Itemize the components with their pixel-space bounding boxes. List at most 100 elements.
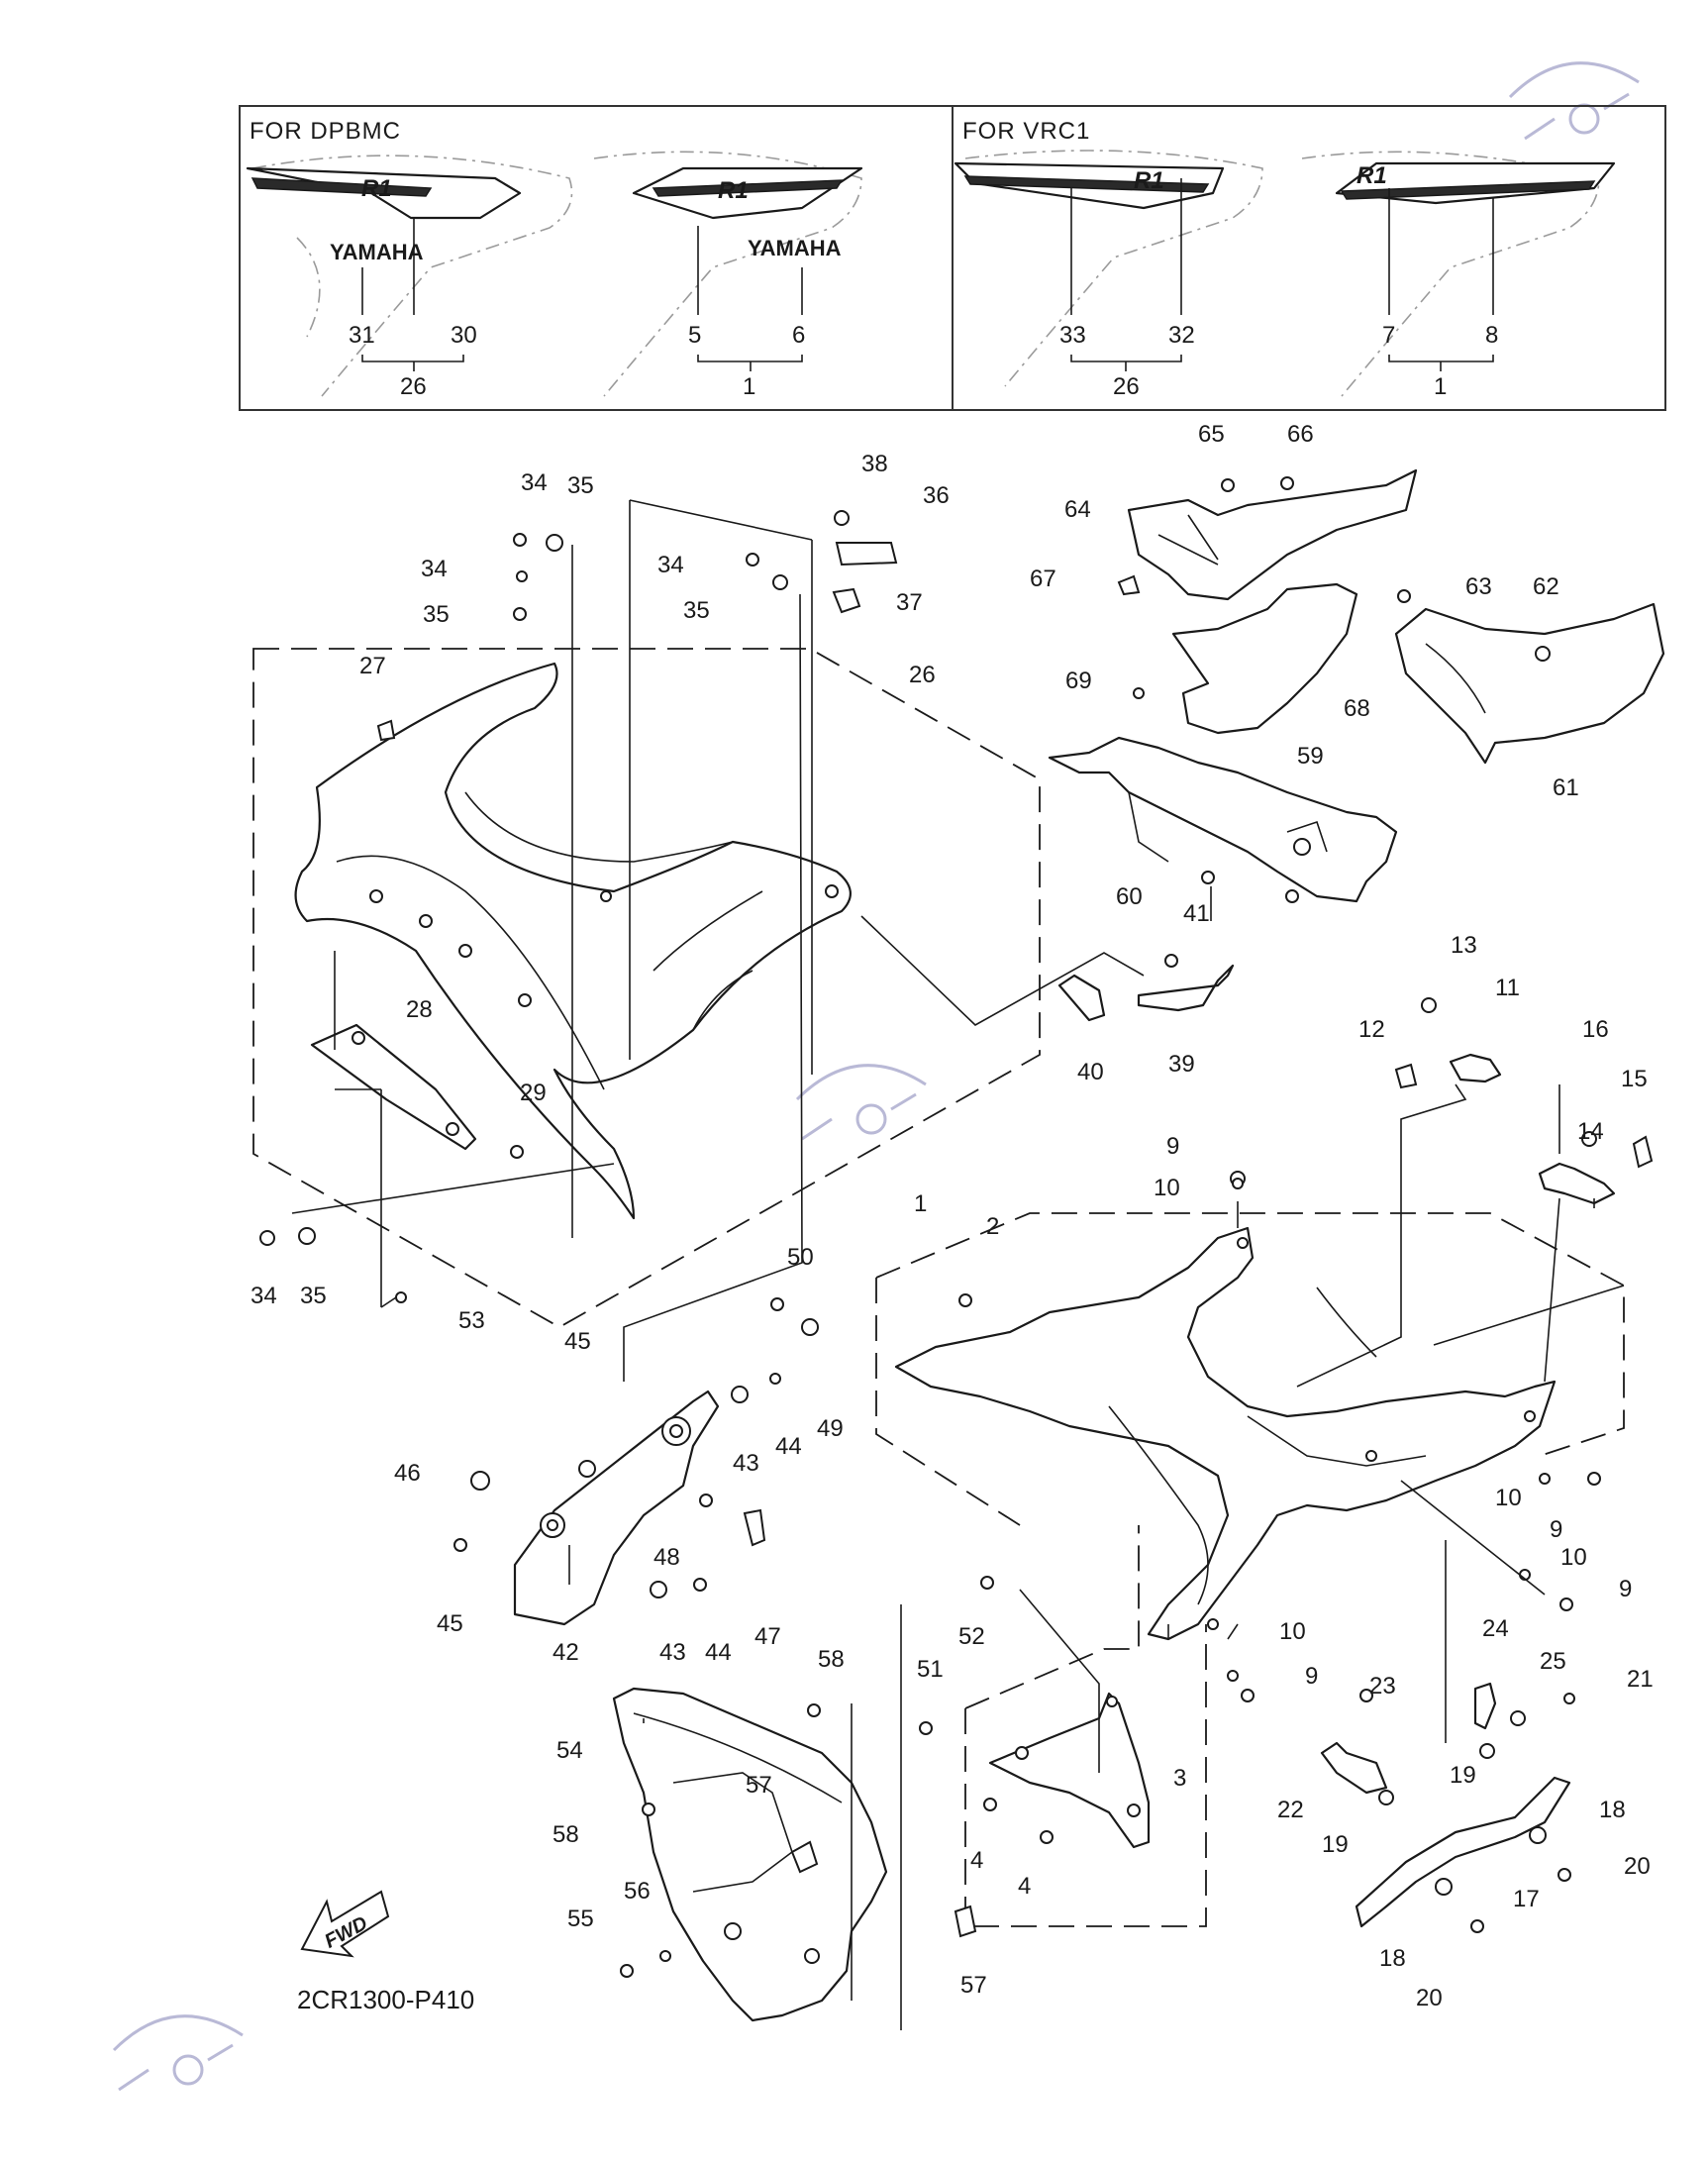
callout: 38	[861, 451, 888, 477]
callout: 9	[1550, 1516, 1562, 1543]
decal-panel-vrc1-left: R1	[954, 150, 1263, 387]
callout: 26	[909, 662, 936, 688]
callout: 56	[624, 1878, 651, 1905]
assembly-outline-3	[964, 1525, 1207, 1927]
decal-panel-dpbmc-left: R1 YAMAHA	[246, 155, 573, 397]
callout: 35	[300, 1283, 327, 1309]
callout: 52	[958, 1623, 985, 1650]
inner-cover-61	[1394, 602, 1665, 765]
duct-64	[1127, 468, 1418, 601]
side-cowl-1	[894, 1226, 1557, 1641]
callout: 61	[1553, 774, 1579, 801]
callout: 45	[437, 1610, 463, 1637]
svg-text:R1: R1	[1356, 162, 1387, 189]
decal-panel-dpbmc-right: R1 YAMAHA	[593, 151, 863, 397]
callout: 39	[1168, 1051, 1195, 1078]
callout: 34	[657, 552, 684, 578]
callout: 20	[1624, 1853, 1651, 1880]
callout-32: 32	[1168, 322, 1195, 349]
callout: 69	[1065, 668, 1092, 694]
svg-text:YAMAHA: YAMAHA	[748, 236, 842, 260]
badge-text: R1	[361, 175, 392, 202]
callout: 43	[733, 1450, 759, 1477]
callout-30: 30	[451, 322, 477, 349]
callout-5: 5	[688, 322, 701, 349]
bracket-40	[1057, 974, 1106, 1022]
callout-6: 6	[792, 322, 805, 349]
callout: 57	[746, 1772, 772, 1799]
callout-1-inset-r: 1	[1434, 373, 1447, 400]
callout: 53	[458, 1307, 485, 1334]
callout: 44	[775, 1433, 802, 1460]
callout: 18	[1379, 1945, 1406, 1972]
stay-39	[1137, 964, 1235, 1012]
callout: 35	[567, 472, 594, 499]
callout: 47	[754, 1623, 781, 1650]
callout: 65	[1198, 421, 1225, 448]
callout: 59	[1297, 743, 1324, 770]
callout: 60	[1116, 883, 1143, 910]
callout: 68	[1344, 695, 1370, 722]
callout: 45	[564, 1328, 591, 1355]
callout: 57	[960, 1972, 987, 1999]
callout: 62	[1533, 573, 1559, 600]
callout: 10	[1495, 1485, 1522, 1511]
callout: 19	[1450, 1762, 1476, 1789]
callout: 13	[1451, 932, 1477, 959]
callout: 15	[1621, 1066, 1648, 1092]
bracket-14	[1538, 1162, 1616, 1205]
callout: 10	[1560, 1544, 1587, 1571]
callout: 34	[251, 1283, 277, 1309]
watermark-logo-center	[795, 1064, 927, 1141]
callout: 18	[1599, 1797, 1626, 1823]
callout: 43	[659, 1639, 686, 1666]
callout: 67	[1030, 566, 1056, 592]
callout: 1	[914, 1190, 927, 1217]
callout: 16	[1582, 1016, 1609, 1043]
decal-panel-vrc1-right: R1	[1301, 151, 1616, 397]
callout: 20	[1416, 1985, 1443, 2011]
callout-26-inset: 26	[400, 373, 427, 400]
callout: 54	[556, 1737, 583, 1764]
inner-panel-42	[513, 1390, 720, 1626]
watermark-logo-bottom-left	[112, 2014, 244, 2092]
callout: 35	[683, 597, 710, 624]
callout: 34	[521, 469, 548, 496]
callout: 51	[917, 1656, 944, 1683]
callout-1-inset: 1	[743, 373, 755, 400]
hardware-parts	[259, 476, 1654, 1978]
callout: 46	[394, 1460, 421, 1487]
callout: 4	[970, 1847, 983, 1874]
callout: 50	[787, 1244, 814, 1271]
callout: 40	[1077, 1059, 1104, 1085]
callout: 41	[1183, 900, 1210, 927]
callout: 17	[1513, 1886, 1540, 1912]
yamaha-logo-text: YAMAHA	[330, 240, 424, 264]
callout: 35	[423, 601, 450, 628]
svg-text:R1: R1	[718, 177, 749, 204]
callout: 55	[567, 1906, 594, 1932]
assembly-outline-1	[875, 1212, 1625, 1526]
callout-26-inset-r: 26	[1113, 373, 1140, 400]
callout: 10	[1154, 1175, 1180, 1201]
callout: 2	[986, 1213, 999, 1240]
callout: 25	[1540, 1648, 1566, 1675]
callout: 63	[1465, 573, 1492, 600]
callout: 9	[1619, 1576, 1632, 1602]
callout: 3	[1173, 1765, 1186, 1792]
callout: 10	[1279, 1618, 1306, 1645]
inset-header-vrc1: FOR VRC1	[962, 118, 1090, 145]
callout-31: 31	[349, 322, 375, 349]
bracket-68	[1171, 582, 1358, 735]
callout: 58	[553, 1821, 579, 1848]
callout: 14	[1577, 1118, 1604, 1145]
callout: 9	[1305, 1663, 1318, 1690]
callout-33: 33	[1059, 322, 1086, 349]
diagram-code: 2CR1300-P410	[297, 1985, 474, 2014]
callout: 27	[359, 653, 386, 679]
callout: 58	[818, 1646, 845, 1673]
callout: 48	[653, 1544, 680, 1571]
callout: 36	[923, 482, 950, 509]
bracket-24	[1473, 1682, 1497, 1730]
